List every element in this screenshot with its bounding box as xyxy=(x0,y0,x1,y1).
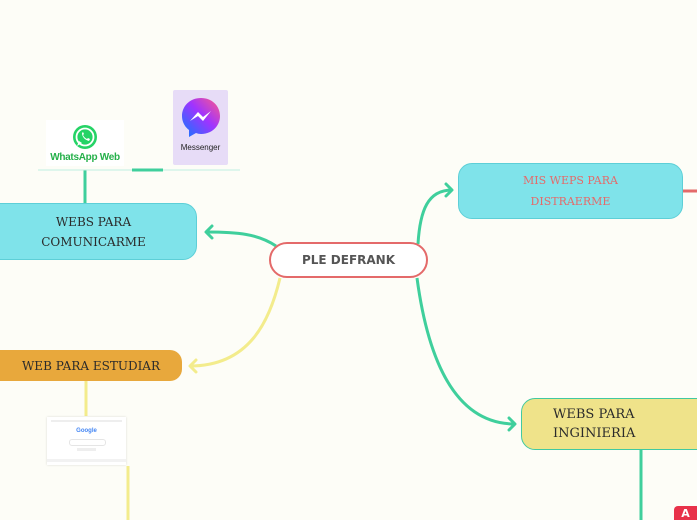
topic-webs-comunicarme[interactable]: WEBS PARA COMUNICARME xyxy=(0,203,197,260)
central-topic-label: PLE DEFRANK xyxy=(301,253,396,267)
topic-line-1: WEBS PARA xyxy=(55,214,132,229)
topic-line-1: MIS WEPS PARA xyxy=(523,174,618,187)
arrowhead-distraerme xyxy=(444,182,454,198)
google-footer xyxy=(47,459,126,462)
arrowhead-comunicarme xyxy=(204,224,214,240)
google-topbar xyxy=(51,420,122,422)
topic-text: WEBS PARA COMUNICARME xyxy=(41,212,146,252)
topic-text: MIS WEPS PARA DISTRAERME xyxy=(523,170,618,212)
connector-inginieria xyxy=(415,277,516,426)
arrowhead-estudiar xyxy=(188,358,198,374)
google-screenshot-image[interactable]: Google xyxy=(47,417,126,465)
google-search-box xyxy=(69,439,106,446)
messenger-image[interactable]: Messenger xyxy=(173,90,228,165)
connector-comunicarme xyxy=(205,230,277,248)
topic-text: WEBS PARA INGINIERIA xyxy=(553,405,635,443)
messenger-icon xyxy=(181,98,220,137)
topic-label: WEB PARA ESTUDIAR xyxy=(21,358,161,373)
topic-webs-distraerme[interactable]: MIS WEPS PARA DISTRAERME xyxy=(458,163,683,219)
whatsapp-icon xyxy=(73,124,97,149)
topic-line-2: DISTRAERME xyxy=(530,195,611,208)
topic-line-2: INGINIERIA xyxy=(553,426,636,441)
central-topic[interactable]: PLE DEFRANK xyxy=(269,242,428,278)
topic-line-1: WEBS PARA xyxy=(553,407,635,422)
whatsapp-image[interactable]: WhatsApp Web xyxy=(46,120,124,166)
topic-web-estudiar[interactable]: WEB PARA ESTUDIAR xyxy=(0,350,182,381)
google-logo: Google xyxy=(76,428,97,434)
whatsapp-label: WhatsApp Web xyxy=(50,151,120,163)
connector-estudiar xyxy=(189,277,282,368)
connector-distraerme xyxy=(416,188,453,245)
topic-webs-inginieria[interactable]: WEBS PARA INGINIERIA xyxy=(521,398,697,450)
google-buttons xyxy=(77,448,96,451)
topic-line-2: COMUNICARME xyxy=(41,234,146,249)
app-logo-label: A xyxy=(681,506,690,520)
app-logo-icon[interactable]: A xyxy=(674,506,697,520)
messenger-label: Messenger xyxy=(180,143,221,152)
arrowhead-inginieria xyxy=(507,416,517,432)
